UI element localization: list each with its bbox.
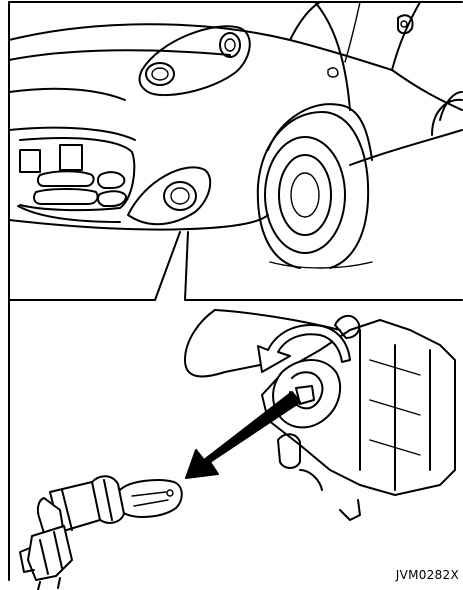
car-front-view <box>9 2 462 268</box>
headlamp <box>140 26 250 95</box>
detail-callout <box>9 232 462 300</box>
fog-lamp <box>128 167 210 224</box>
lamp-housing-detail <box>185 310 455 520</box>
halogen-bulb <box>20 476 182 590</box>
front-tire <box>258 112 368 268</box>
figure-id-label: JVM0282X <box>396 568 459 582</box>
